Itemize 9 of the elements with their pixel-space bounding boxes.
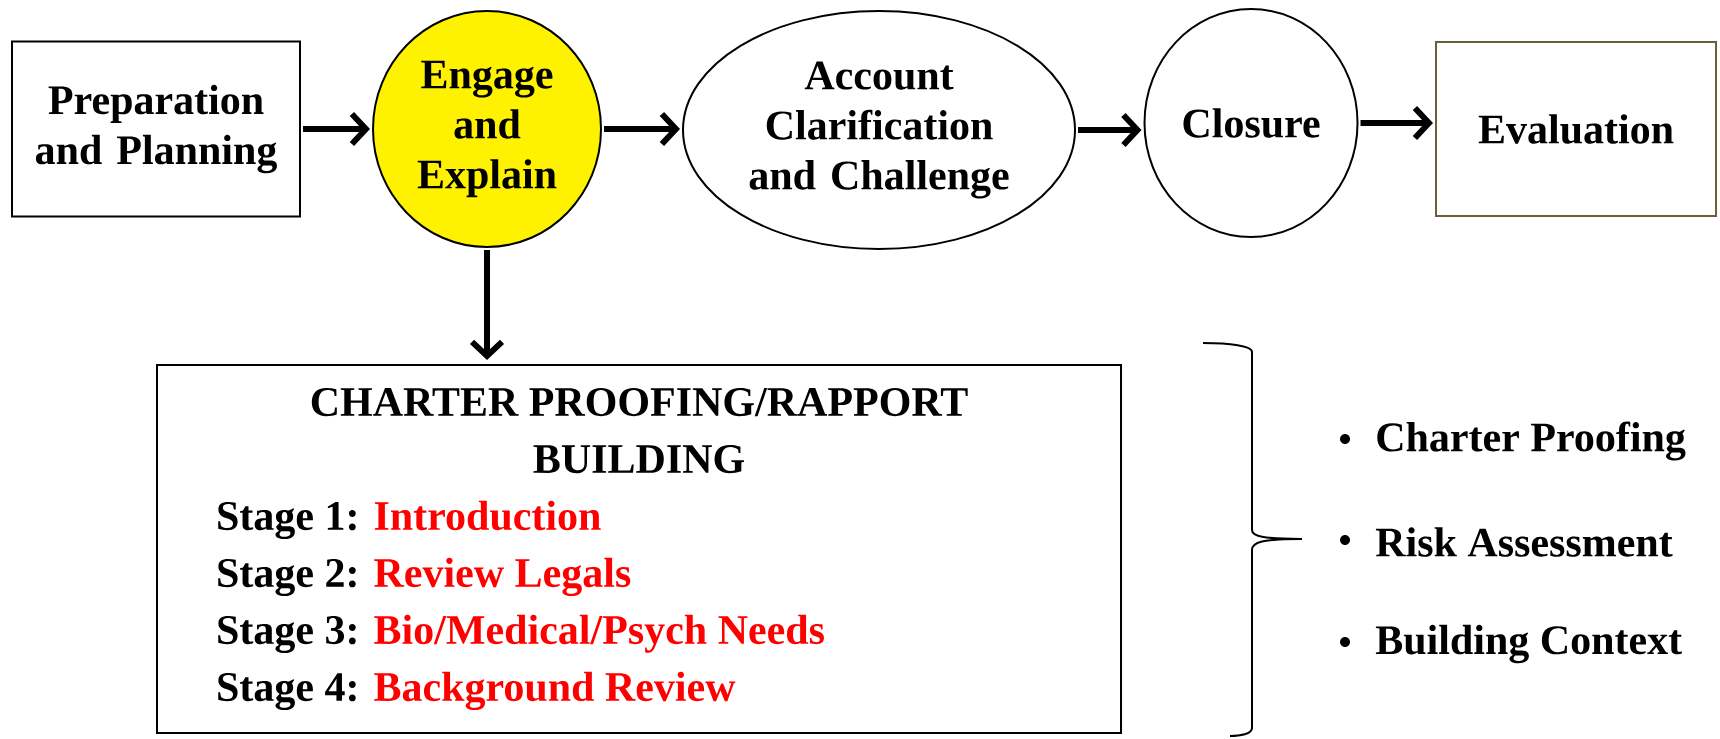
process-box: Evaluation [1435, 41, 1717, 217]
bullet-item: Charter Proofing [1377, 421, 1686, 461]
arrow [469, 250, 505, 360]
bullet-item: Building Context [1375, 624, 1682, 664]
process-box: Preparation and Planning [11, 40, 301, 218]
arrow [1360, 105, 1434, 141]
bullet-item: Risk Assessment [1375, 527, 1673, 557]
stage-box: CHARTER PROOFING/RAPPORT BUILDING Stage 1: Introduction Stage 2: Review Legals Stage 3: Bio/Medical/Psych Needs Stage 4: Background Review [156, 364, 1122, 734]
arrow [604, 111, 680, 147]
